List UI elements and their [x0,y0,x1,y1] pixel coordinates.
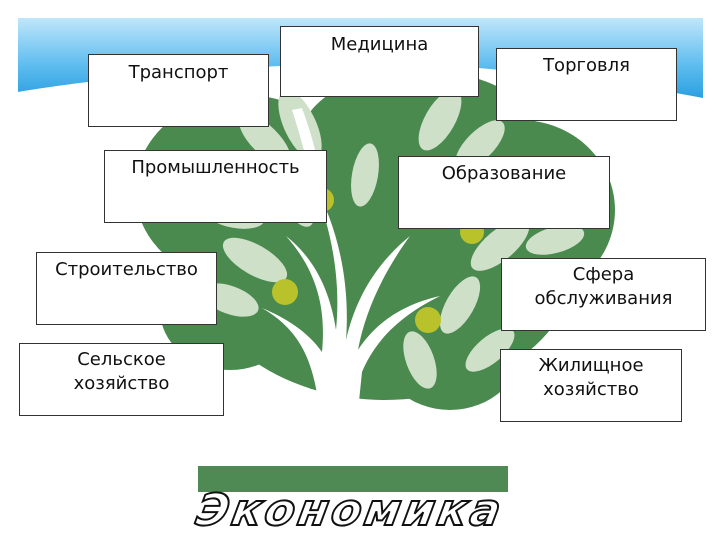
node-housing: Жилищное хозяйство [500,349,682,422]
node-services: Сфера обслуживания [501,258,706,331]
diagram-title: Экономика [191,484,508,537]
ground-bar [198,466,508,492]
node-transport: Транспорт [88,54,269,127]
node-industry: Промышленность [104,150,327,223]
node-construction: Строительство [36,252,217,325]
node-education: Образование [398,156,610,229]
node-agriculture: Сельское хозяйство [19,343,224,416]
node-trade: Торговля [496,48,677,121]
node-medicine: Медицина [280,26,479,97]
